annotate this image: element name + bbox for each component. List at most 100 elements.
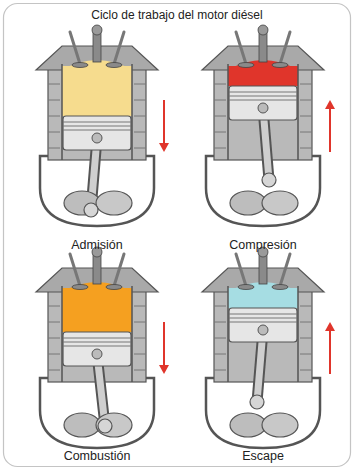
stage-label: Escape <box>198 449 328 463</box>
cooling-fin <box>300 322 312 323</box>
cooling-fin <box>48 322 60 323</box>
valve-stem <box>280 32 290 64</box>
cooling-fin <box>300 354 312 355</box>
valve-stem <box>236 254 246 286</box>
valve-stem <box>114 32 124 64</box>
cooling-fin <box>48 370 60 371</box>
piston-ring <box>63 342 131 343</box>
cooling-fin <box>134 132 146 133</box>
cooling-fin <box>300 148 312 149</box>
cooling-fin <box>48 148 60 149</box>
piston-ring <box>63 130 131 131</box>
motion-arrow-head <box>159 143 169 152</box>
motion-arrow-head <box>325 100 335 109</box>
cooling-fin <box>48 116 60 117</box>
piston-ring <box>63 126 131 127</box>
diagram-title: Ciclo de trabajo del motor diésel <box>7 8 347 22</box>
cooling-fin <box>48 338 60 339</box>
cooling-fin <box>134 338 146 339</box>
valve-stem <box>236 32 246 64</box>
cooling-fin <box>300 84 312 85</box>
crank-pin <box>98 419 112 433</box>
cooling-fin <box>48 132 60 133</box>
crank-counterweight <box>96 191 132 215</box>
cooling-fin <box>214 354 226 355</box>
piston-pin <box>92 349 102 359</box>
stage-label: Admisión <box>32 238 162 252</box>
engine-cylinder <box>202 25 335 226</box>
engine-cylinder <box>36 25 169 226</box>
piston-ring <box>63 122 131 123</box>
piston-ring <box>229 314 297 315</box>
combustion-chamber <box>62 288 132 332</box>
cooling-fin <box>214 338 226 339</box>
cooling-fin <box>214 100 226 101</box>
crank-counterweight <box>96 413 132 437</box>
piston-ring <box>229 318 297 319</box>
valve-head <box>106 285 122 290</box>
cooling-fin <box>300 132 312 133</box>
cooling-fin <box>134 148 146 149</box>
valve-stem <box>114 254 124 286</box>
cooling-fin <box>134 116 146 117</box>
cooling-fin <box>134 354 146 355</box>
injector-cap <box>258 25 268 35</box>
stage-label: Combustión <box>32 449 162 463</box>
crank-pin <box>250 395 264 409</box>
valve-head <box>272 285 288 290</box>
cooling-fin <box>48 100 60 101</box>
piston <box>63 116 131 150</box>
valve-stem <box>70 254 80 286</box>
valve-head <box>238 285 254 290</box>
piston-ring <box>229 92 297 93</box>
valve-head <box>272 63 288 68</box>
piston <box>63 332 131 366</box>
piston <box>229 308 297 342</box>
cooling-fin <box>134 84 146 85</box>
piston-ring <box>63 338 131 339</box>
cooling-fin <box>48 306 60 307</box>
piston-pin <box>92 133 102 143</box>
motion-arrow <box>163 100 165 146</box>
cooling-fin <box>134 322 146 323</box>
cooling-fin <box>214 306 226 307</box>
motion-arrow <box>329 328 331 374</box>
crank-counterweight <box>262 191 298 215</box>
piston-ring <box>229 322 297 323</box>
cooling-fin <box>300 306 312 307</box>
cooling-fin <box>48 354 60 355</box>
cooling-fin <box>300 370 312 371</box>
piston-pin <box>258 325 268 335</box>
crank-pin <box>262 173 276 187</box>
valve-stem <box>70 32 80 64</box>
cooling-fin <box>300 338 312 339</box>
cooling-fin <box>214 132 226 133</box>
motion-arrow <box>329 106 331 152</box>
valve-head <box>238 63 254 68</box>
stage-label: Compresión <box>198 238 328 252</box>
cooling-fin <box>300 116 312 117</box>
crank-counterweight <box>230 191 266 215</box>
cooling-fin <box>214 370 226 371</box>
cooling-fin <box>214 322 226 323</box>
piston-ring <box>229 100 297 101</box>
cooling-fin <box>214 116 226 117</box>
crank-pin <box>84 203 98 217</box>
cooling-fin <box>214 148 226 149</box>
engine-cylinder <box>36 247 169 448</box>
combustion-chamber <box>62 66 132 116</box>
crank-counterweight <box>64 413 100 437</box>
cooling-fin <box>134 306 146 307</box>
valve-head <box>106 63 122 68</box>
piston-pin <box>258 103 268 113</box>
motion-arrow-head <box>159 365 169 374</box>
valve-head <box>72 285 88 290</box>
motion-arrow-head <box>325 322 335 331</box>
frame <box>4 4 351 467</box>
piston-ring <box>229 96 297 97</box>
cooling-fin <box>214 84 226 85</box>
cooling-fin <box>48 84 60 85</box>
cooling-fin <box>134 370 146 371</box>
